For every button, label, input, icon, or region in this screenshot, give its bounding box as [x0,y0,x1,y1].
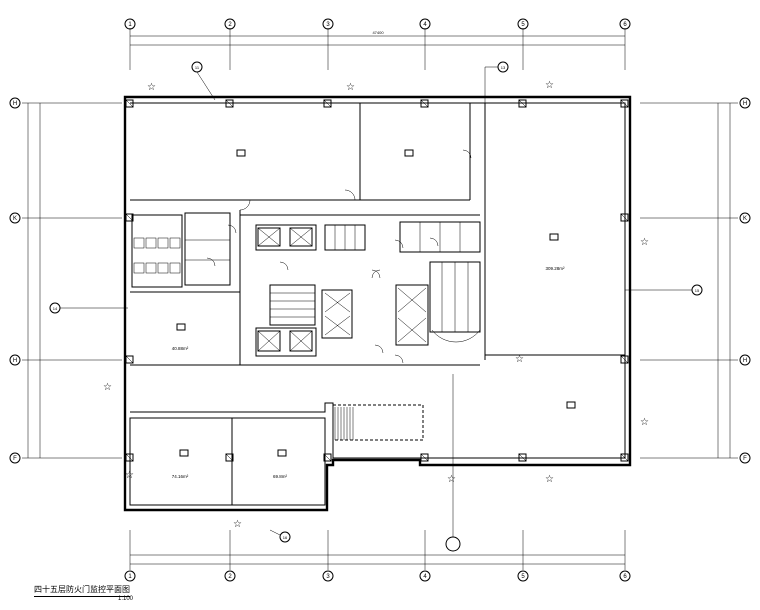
fire-door-monitors [176,149,576,457]
svg-text:H: H [13,358,17,364]
svg-text:F: F [13,456,17,462]
svg-text:☆: ☆ [233,519,242,530]
svg-text:K: K [743,216,747,222]
grid-bubbles-bottom: 1 2 3 4 5 6 [124,570,631,582]
svg-text:5: 5 [521,574,525,580]
room-labels: 309.28m² 40.88m² 74.16m² 69.8m² [172,266,565,479]
svg-text:☆: ☆ [346,82,355,93]
doors [206,149,472,364]
grid-bubbles-right: H K H F [739,97,751,464]
structural-columns [125,99,629,462]
svg-text:15: 15 [695,288,700,293]
svg-text:F: F [743,456,747,462]
svg-text:☆: ☆ [103,382,112,393]
drawing-scale: 1:100 [118,596,134,602]
star-markers: ☆ ☆ ☆ ☆ ☆ ☆ ☆ ☆ ☆ ☆ ☆ [103,80,649,530]
svg-text:16: 16 [283,535,288,540]
svg-text:☆: ☆ [545,474,554,485]
svg-text:11: 11 [195,65,200,70]
top-total-dim: 47400 [372,30,384,35]
core-elements [255,221,481,357]
svg-text:☆: ☆ [640,417,649,428]
svg-text:H: H [743,358,747,364]
interior-walls [130,103,625,505]
svg-text:14: 14 [53,306,58,311]
svg-text:2: 2 [228,574,232,580]
svg-text:K: K [13,216,17,222]
right-dimension-lines [640,102,738,459]
svg-text:H: H [13,101,17,107]
drawing-title: 四十五层防火门监控平面图 [34,584,130,597]
top-dimension-lines: 47400 [129,28,626,70]
svg-text:2: 2 [228,22,232,28]
svg-text:4: 4 [423,574,427,580]
svg-text:☆: ☆ [640,237,649,248]
left-dimension-lines [22,102,122,459]
room-area-east: 309.28m² [545,266,565,271]
svg-text:3: 3 [326,574,330,580]
svg-text:1: 1 [128,22,132,28]
svg-text:☆: ☆ [125,470,134,481]
svg-text:☆: ☆ [515,354,524,365]
svg-text:6: 6 [623,574,627,580]
section-markers: 11 13 14 15 16 [49,61,703,552]
room-area-west: 40.88m² [172,346,189,351]
svg-text:☆: ☆ [147,82,156,93]
room-area-south-2: 69.8m² [273,474,288,479]
svg-text:3: 3 [326,22,330,28]
room-area-south-1: 74.16m² [172,474,189,479]
bottom-dimension-lines [129,530,626,570]
svg-text:☆: ☆ [545,80,554,91]
svg-text:H: H [743,101,747,107]
exterior-walls [123,95,632,512]
grid-bubbles-left: H K H F [9,97,21,464]
svg-text:4: 4 [423,22,427,28]
svg-text:13: 13 [501,65,506,70]
grid-bubbles-top: 1 2 3 4 5 6 [124,18,631,30]
svg-text:1: 1 [128,574,132,580]
svg-text:☆: ☆ [447,474,456,485]
svg-text:5: 5 [521,22,525,28]
south-stair [332,404,424,441]
restroom-fixtures [131,212,231,288]
svg-text:6: 6 [623,22,627,28]
